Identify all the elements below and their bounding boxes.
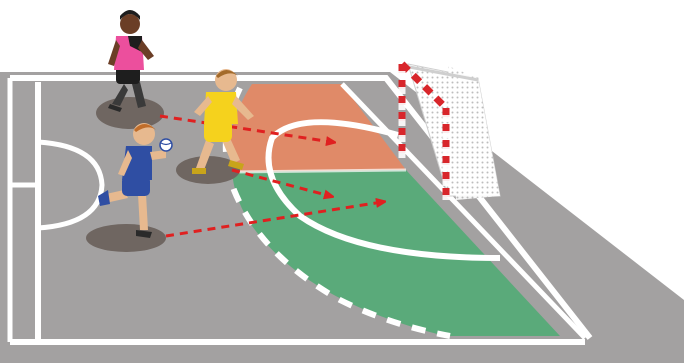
handball-icon <box>160 139 172 151</box>
zone-divider-line <box>232 170 406 172</box>
player-shadow <box>96 97 164 129</box>
player-shadow <box>86 224 166 252</box>
